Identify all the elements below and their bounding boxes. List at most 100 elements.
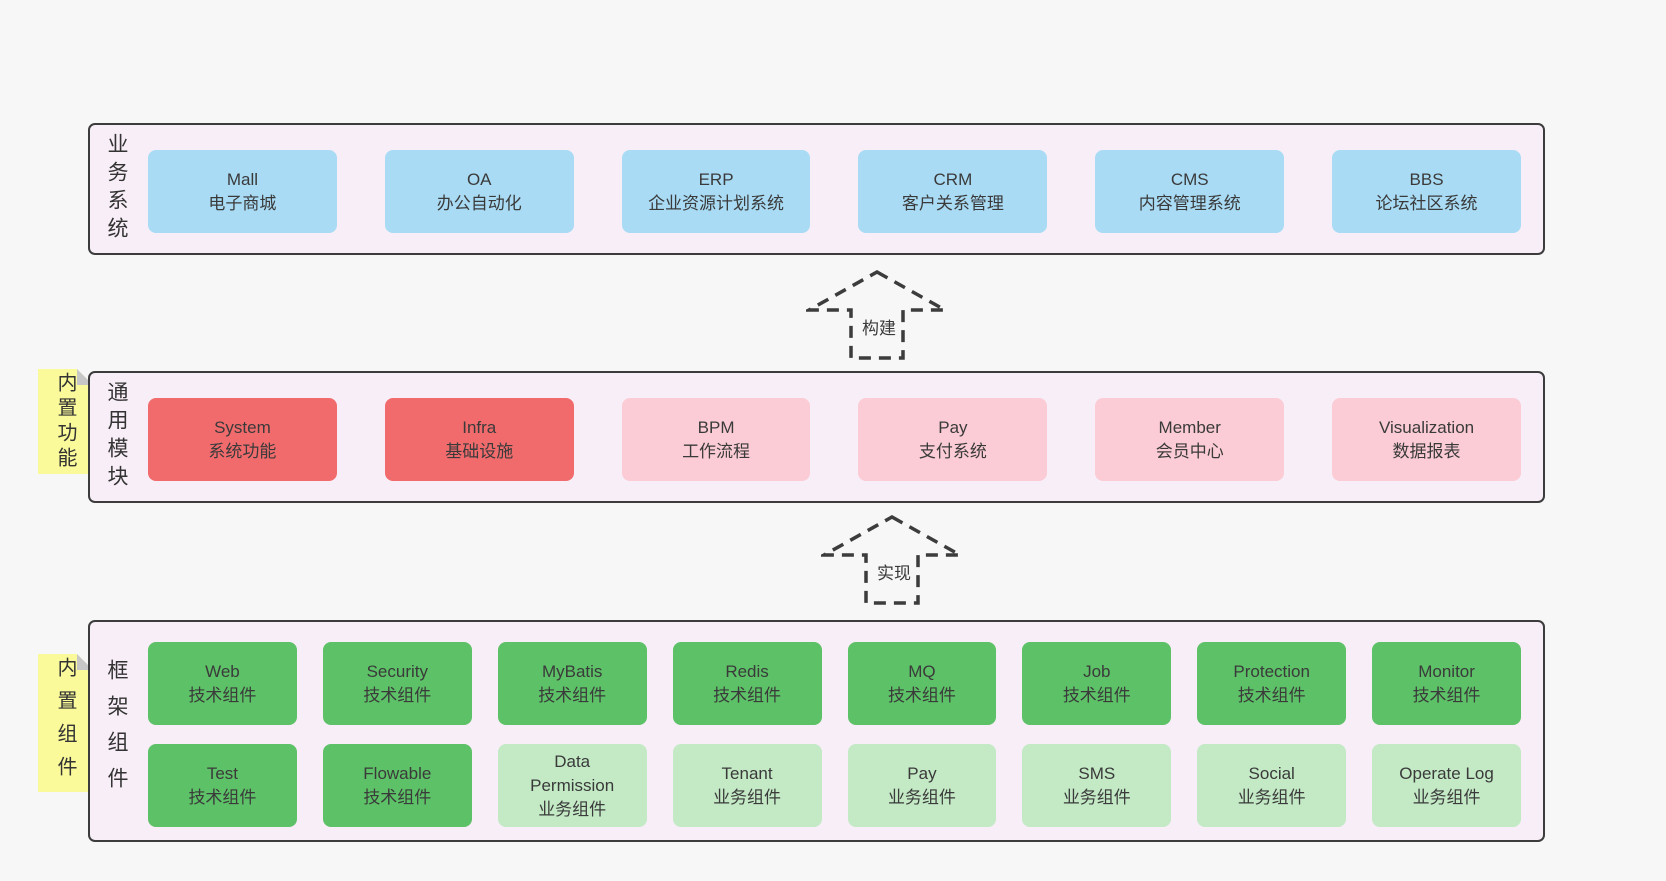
implement-arrow-icon [821, 514, 963, 605]
box-tenant: Tenant 业务组件 [672, 744, 822, 827]
components-layer-label: 框架组件 [105, 659, 128, 803]
box-subtitle: 论坛社区系统 [1375, 193, 1478, 213]
box-redis: Redis 技术组件 [672, 642, 822, 725]
implement-arrow-label: 实现 [873, 559, 915, 584]
box-member: Member 会员中心 [1095, 398, 1285, 481]
box-pay-component: Pay 业务组件 [847, 744, 997, 827]
box-subtitle: 基础设施 [445, 441, 514, 461]
box-title: Tenant [721, 763, 773, 783]
builtin-functions-tag: 内置功能 [38, 369, 93, 474]
box-title: BPM [697, 417, 735, 437]
box-title: ERP [698, 169, 734, 189]
box-data-permission: Data Permission 业务组件 [497, 744, 647, 827]
box-title: Operate Log [1399, 763, 1494, 783]
box-title: Redis [725, 661, 769, 681]
box-cms: CMS 内容管理系统 [1095, 150, 1285, 233]
box-subtitle: 会员中心 [1155, 441, 1224, 461]
box-infra: Infra 基础设施 [384, 398, 574, 481]
box-title: Pay [907, 763, 937, 783]
box-sms: SMS 业务组件 [1022, 744, 1172, 827]
box-pay-module: Pay 支付系统 [858, 398, 1048, 481]
box-monitor: Monitor 技术组件 [1372, 642, 1521, 725]
box-title: Flowable [363, 763, 432, 783]
box-bpm: BPM 工作流程 [621, 398, 811, 481]
box-social: Social 业务组件 [1197, 744, 1347, 827]
box-title: Protection [1233, 661, 1310, 681]
box-mq: MQ 技术组件 [847, 642, 997, 725]
box-oa: OA 办公自动化 [384, 150, 574, 233]
box-security: Security 技术组件 [322, 642, 472, 725]
box-title: Mall [226, 169, 258, 189]
box-subtitle: 业务组件 [1062, 787, 1131, 807]
box-subtitle: 业务组件 [713, 787, 782, 807]
box-subtitle: 企业资源计划系统 [648, 193, 785, 213]
box-subtitle: 电子商城 [208, 193, 277, 213]
box-subtitle: 支付系统 [918, 441, 987, 461]
box-subtitle: 技术组件 [1062, 685, 1131, 705]
box-operate-log: Operate Log 业务组件 [1372, 744, 1521, 827]
box-visualization: Visualization 数据报表 [1332, 398, 1521, 481]
box-subtitle: 内容管理系统 [1138, 193, 1241, 213]
box-title: SMS [1078, 763, 1116, 783]
box-title: Data Permission [530, 751, 615, 795]
box-flowable: Flowable 技术组件 [322, 744, 472, 827]
box-title: MyBatis [541, 661, 603, 681]
box-subtitle: 技术组件 [887, 685, 956, 705]
box-subtitle: 数据报表 [1392, 441, 1461, 461]
box-subtitle: 业务组件 [1412, 787, 1481, 807]
box-title: CMS [1170, 169, 1209, 189]
box-crm: CRM 客户关系管理 [858, 150, 1048, 233]
box-subtitle: 办公自动化 [436, 193, 522, 213]
box-subtitle: 工作流程 [682, 441, 751, 461]
box-title: MQ [908, 661, 936, 681]
box-job: Job 技术组件 [1022, 642, 1172, 725]
box-title: Member [1158, 417, 1221, 437]
box-system: System 系统功能 [148, 398, 337, 481]
business-layer-label: 业务系统 [105, 133, 128, 245]
box-subtitle: 业务组件 [538, 799, 607, 819]
box-subtitle: 系统功能 [208, 441, 277, 461]
box-mybatis: MyBatis 技术组件 [497, 642, 647, 725]
box-test: Test 技术组件 [148, 744, 297, 827]
box-mall: Mall 电子商城 [148, 150, 337, 233]
box-title: CRM [933, 169, 973, 189]
box-subtitle: 客户关系管理 [901, 193, 1004, 213]
components-row-1: Web 技术组件 Security 技术组件 MyBatis 技术组件 Redi… [148, 642, 1521, 725]
box-subtitle: 技术组件 [538, 685, 607, 705]
box-subtitle: 技术组件 [713, 685, 782, 705]
modules-layer-label: 通用模块 [105, 381, 128, 493]
box-subtitle: 技术组件 [188, 787, 257, 807]
box-title: System [214, 417, 271, 437]
box-subtitle: 技术组件 [363, 685, 432, 705]
box-title: Pay [938, 417, 968, 437]
box-subtitle: 技术组件 [363, 787, 432, 807]
box-protection: Protection 技术组件 [1197, 642, 1347, 725]
box-title: Monitor [1418, 661, 1475, 681]
box-web: Web 技术组件 [148, 642, 297, 725]
box-title: OA [466, 169, 492, 189]
box-title: BBS [1409, 169, 1444, 189]
box-title: Job [1083, 661, 1111, 681]
builtin-components-tag: 内置组件 [38, 654, 93, 792]
box-bbs: BBS 论坛社区系统 [1332, 150, 1521, 233]
business-boxes-row: Mall 电子商城 OA 办公自动化 ERP 企业资源计划系统 CRM 客户关系… [148, 150, 1521, 233]
framework-components-layer: 框架组件 Web 技术组件 Security 技术组件 MyBatis 技术组件… [88, 620, 1545, 842]
box-subtitle: 业务组件 [887, 787, 956, 807]
modules-boxes-row: System 系统功能 Infra 基础设施 BPM 工作流程 Pay 支付系统… [148, 398, 1521, 481]
box-subtitle: 技术组件 [188, 685, 257, 705]
box-title: Visualization [1378, 417, 1475, 437]
business-systems-layer: 业务系统 Mall 电子商城 OA 办公自动化 ERP 企业资源计划系统 CRM… [88, 123, 1545, 255]
box-erp: ERP 企业资源计划系统 [621, 150, 811, 233]
box-title: Security [366, 661, 429, 681]
common-modules-layer: 通用模块 System 系统功能 Infra 基础设施 BPM 工作流程 Pay… [88, 371, 1545, 503]
box-title: Web [205, 661, 240, 681]
components-row-2: Test 技术组件 Flowable 技术组件 Data Permission … [148, 744, 1521, 827]
box-subtitle: 技术组件 [1237, 685, 1306, 705]
build-arrow-label: 构建 [858, 314, 900, 339]
box-title: Infra [462, 417, 497, 437]
box-subtitle: 业务组件 [1237, 787, 1306, 807]
build-arrow-icon [806, 269, 948, 360]
box-subtitle: 技术组件 [1412, 685, 1481, 705]
box-title: Test [206, 763, 239, 783]
box-title: Social [1248, 763, 1295, 783]
